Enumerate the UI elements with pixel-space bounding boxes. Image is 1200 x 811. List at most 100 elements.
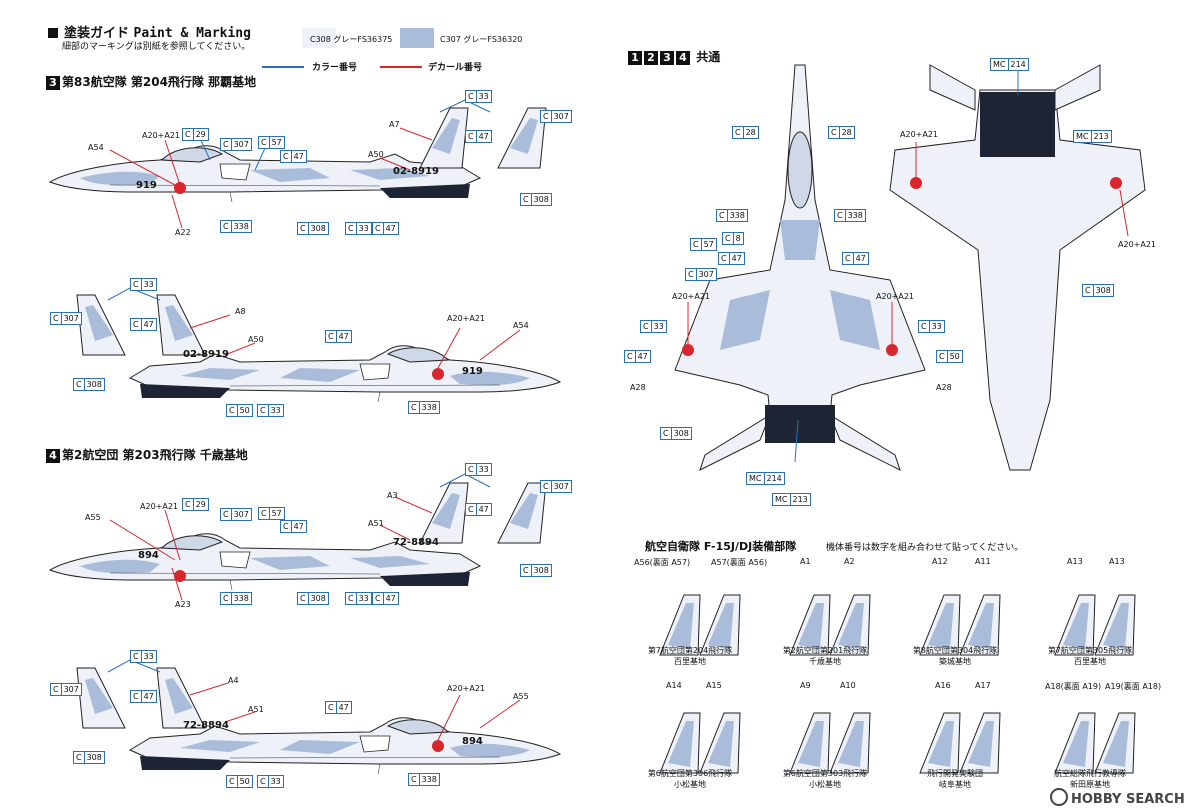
- swatch-c308: [302, 28, 336, 48]
- decal-label: A20+A21: [900, 130, 939, 139]
- tail-label: A18(裏面 A19): [1045, 682, 1102, 691]
- common-number-2: 2: [644, 51, 658, 65]
- tail-caption: 第6航空団第306飛行隊小松基地: [647, 769, 733, 789]
- leader-lines: [107, 70, 1129, 741]
- decal-label: A22: [175, 228, 191, 237]
- aircraft-bottom-view: [889, 64, 1146, 471]
- common-number-4: 4: [676, 51, 690, 65]
- header-note: 細部のマーキングは別紙を参照してください。: [62, 42, 251, 52]
- decal-label: A50: [248, 335, 264, 344]
- p3-serial: 72-8894: [393, 537, 439, 548]
- decal-label: A20+A21: [447, 314, 486, 323]
- decal-label: A51: [368, 519, 384, 528]
- decal-label: A7: [389, 120, 400, 129]
- squadron-note: 機体番号は数字を組み合わせて貼ってください。: [826, 543, 1024, 553]
- decal-label: A51: [248, 705, 264, 714]
- tail-label: A17: [975, 681, 991, 690]
- tailfin-detached-1: [497, 107, 547, 169]
- common-text: 共通: [696, 50, 721, 64]
- tail-label: A1: [800, 557, 811, 566]
- tailfin-detached-2: [76, 294, 126, 356]
- decal-label: A23: [175, 600, 191, 609]
- decal-label: A4: [228, 676, 239, 685]
- watermark: HOBBY SEARCH: [1050, 788, 1185, 807]
- tail-label: A10: [840, 681, 856, 690]
- section-3-number: 3: [46, 76, 60, 90]
- aircraft-profile-1: [49, 145, 481, 203]
- section-4-text: 第2航空団 第203飛行隊 千歳基地: [62, 448, 248, 462]
- decal-label: A50: [368, 150, 384, 159]
- aircraft-profile-3: [49, 533, 481, 591]
- title-en: Paint & Marking: [133, 26, 251, 41]
- section-4-number: 4: [46, 449, 60, 463]
- tail-label: A56(裏面 A57): [634, 558, 691, 567]
- color-number-line: [262, 66, 304, 68]
- aircraft-profile-2: [129, 345, 561, 403]
- p2-nose-number: 919: [462, 366, 483, 377]
- decal-label: A28: [936, 383, 952, 392]
- p3-nose-number: 894: [138, 550, 159, 561]
- color-number-label: カラー番号: [312, 63, 358, 73]
- tail-caption: 飛行開発実験団岐阜基地: [927, 769, 983, 789]
- decal-label: A55: [513, 692, 529, 701]
- tailfin-detached-4: [76, 667, 126, 729]
- decal-label: A28: [630, 383, 646, 392]
- page-title: 塗装ガイド Paint & Marking: [48, 22, 251, 41]
- decal-label: A54: [88, 143, 104, 152]
- tail-label: A57(裏面 A56): [711, 558, 768, 567]
- decal-number-label: デカール番号: [428, 63, 483, 73]
- squadron-title: 航空自衛隊 F-15J/DJ装備部隊: [645, 540, 797, 553]
- p4-nose-number: 894: [462, 736, 483, 747]
- tailfin-profile-4: [156, 667, 206, 729]
- watermark-logo-icon: [1050, 788, 1068, 806]
- tail-label: A2: [844, 557, 855, 566]
- p4-serial: 72-8894: [183, 720, 229, 731]
- decal-label: A20+A21: [1118, 240, 1157, 249]
- common-number-3: 3: [660, 51, 674, 65]
- aircraft-profile-4: [129, 717, 561, 775]
- decal-label: A20+A21: [140, 502, 179, 511]
- swatch-c308-label: C308 グレーFS36375: [310, 35, 393, 44]
- tail-label: A16: [935, 681, 951, 690]
- aircraft-top-view: [674, 64, 926, 471]
- tail-label: A12: [932, 557, 948, 566]
